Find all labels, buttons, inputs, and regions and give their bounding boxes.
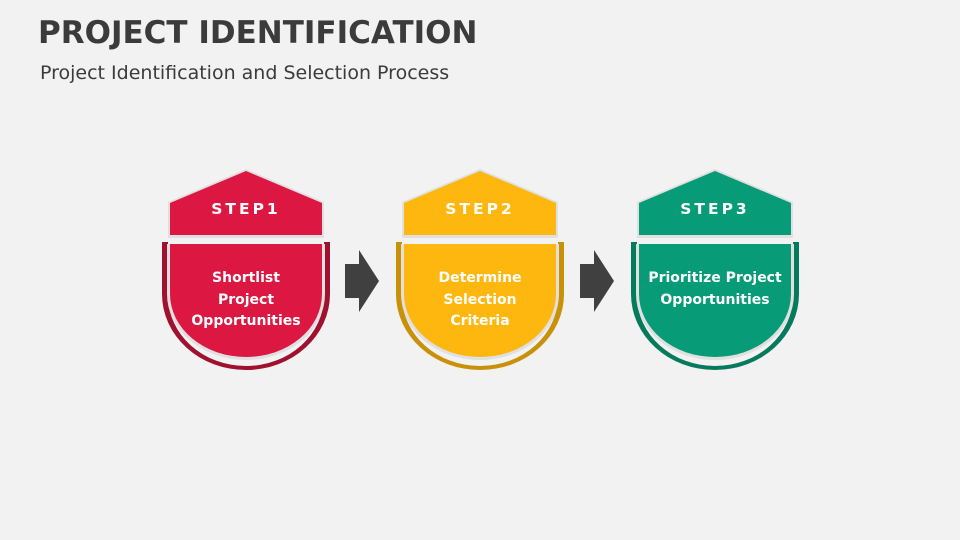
step-1-body	[170, 244, 322, 357]
step-3-label: STEP3	[680, 200, 750, 218]
step-2-label: STEP2	[445, 200, 515, 218]
arrow-right-icon	[580, 250, 614, 312]
step-1-shape	[162, 169, 330, 370]
step-3-card: STEP3 Prioritize Project Opportunities	[629, 168, 801, 374]
slide-subtitle: Project Identification and Selection Pro…	[40, 62, 450, 84]
step-1-text: Shortlist Project Opportunities	[191, 270, 301, 329]
step-3-header	[639, 171, 791, 235]
step-2-shape	[396, 169, 564, 370]
step-2-header	[404, 171, 556, 235]
slide-title: PROJECT IDENTIFICATION	[38, 15, 478, 51]
step-3-shape	[631, 169, 799, 370]
step-3-body	[639, 244, 791, 357]
step-1-card: STEP1 Shortlist Project Opportunities	[160, 168, 332, 374]
step-1-header	[170, 171, 322, 235]
step-2-card: STEP2 Determine Selection Criteria	[394, 168, 566, 374]
arrow-right-icon	[345, 250, 379, 312]
step-2-text: Determine Selection Criteria	[438, 270, 522, 329]
step-3-text: Prioritize Project Opportunities	[648, 270, 782, 308]
step-1-label: STEP1	[211, 200, 281, 218]
step-2-body	[404, 244, 556, 357]
